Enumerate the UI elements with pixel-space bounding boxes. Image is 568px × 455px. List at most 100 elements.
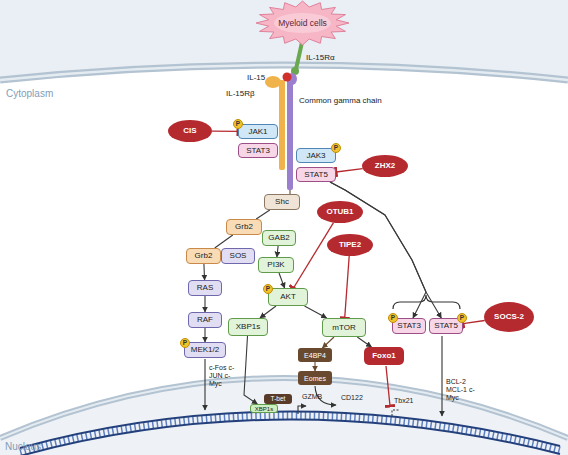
gene-label: BCL-2 MCL-1 c-Myc — [446, 378, 476, 402]
phospho-circle: P — [263, 284, 273, 294]
node-text: P — [266, 286, 270, 293]
kinase-box: JAK1 — [238, 124, 278, 139]
stat-box: STAT5 — [296, 167, 336, 182]
phospho-circle: P — [331, 143, 341, 153]
group-bracket — [393, 295, 460, 309]
cell-membrane — [0, 65, 568, 80]
nuclear-envelope-inner — [0, 378, 568, 438]
node-text: P — [460, 315, 464, 322]
gene-label: c-Fos c-JUN c-Myc — [209, 364, 235, 388]
inhibitor-oval: CIS — [168, 120, 212, 142]
gamma-chain — [287, 76, 293, 190]
protein-box: GAB2 — [262, 230, 296, 246]
node-text: P — [334, 145, 338, 152]
activation-connector — [357, 337, 371, 347]
node-text: CIS — [183, 127, 196, 135]
ligand-label: IL-15 — [247, 73, 265, 82]
il15-ligand — [283, 73, 292, 82]
phospho-circle: P — [388, 313, 398, 323]
node-text: Shc — [275, 198, 289, 206]
transcription-arrow — [441, 336, 442, 416]
node-text: GAB2 — [268, 234, 289, 242]
node-text: SOCS-2 — [494, 313, 524, 321]
inhibitor-box: Foxo1 — [364, 347, 404, 365]
node-text: STAT3 — [246, 147, 270, 155]
node-text: Eomes — [304, 375, 326, 382]
promoter-arrow — [298, 406, 306, 414]
nuclear-envelope — [0, 378, 568, 438]
node-text: STAT5 — [434, 322, 458, 330]
node-text: JAK1 — [248, 128, 267, 136]
il15rb-chain — [279, 80, 285, 170]
extracellular-space — [0, 0, 568, 80]
node-text: P — [391, 315, 395, 322]
activation-connector — [256, 210, 270, 219]
gene-label: CD122 — [341, 394, 363, 402]
node-text: Myeloid cells — [278, 19, 327, 28]
protein-box: Grb2 — [226, 219, 262, 235]
receptor-label: Common gamma chain — [299, 96, 382, 105]
compartment-label: Nucleus — [5, 441, 41, 453]
phospho-circle: P — [180, 338, 190, 348]
node-text: mTOR — [332, 324, 355, 332]
activation-connector — [244, 336, 257, 404]
protein-box: AKT — [268, 288, 308, 306]
inhibitor-oval: TIPE2 — [327, 234, 373, 256]
activation-connector — [279, 273, 285, 288]
node-text: RAF — [197, 316, 213, 324]
cell-core — [274, 13, 331, 33]
factor-box: Eomes — [298, 371, 332, 385]
activation-connector — [215, 235, 233, 248]
inhibitor-oval: OTUB1 — [317, 201, 363, 223]
factor-box: XBP1s — [250, 404, 278, 413]
phospho-circle: P — [457, 313, 467, 323]
factor-box: E4BP4 — [298, 348, 332, 362]
inhibitor-oval: ZHX2 — [362, 155, 408, 177]
node-text: E4BP4 — [304, 352, 326, 359]
inhibitor-oval: SOCS-2 — [484, 302, 534, 332]
il15rb-domain — [265, 76, 281, 88]
dna-strand — [20, 419, 560, 455]
activation-connector — [322, 337, 334, 348]
inhibition-connector — [336, 169, 363, 172]
receptor-label: IL-15Rβ — [226, 89, 255, 98]
protein-box: SOS — [221, 248, 255, 264]
node-text: AKT — [280, 293, 296, 301]
cell-membrane-inner — [0, 65, 568, 80]
inhibition-connector — [294, 223, 334, 288]
node-text: SOS — [230, 252, 247, 260]
cell-shape: Myeloid cells — [255, 0, 350, 46]
activation-connector — [277, 246, 278, 257]
dna-strand — [20, 411, 560, 448]
protein-box: mTOR — [322, 318, 366, 337]
gamma-chain-domain — [287, 73, 297, 85]
inhibition-connector — [463, 321, 485, 324]
activation-connector — [203, 264, 205, 280]
il15ra-domain — [291, 67, 299, 75]
activation-connector — [314, 362, 315, 371]
nucleus-area — [0, 378, 568, 455]
node-text: JAK3 — [306, 152, 325, 160]
transcription-arrow — [204, 359, 205, 410]
protein-box: PI3K — [258, 257, 294, 273]
node-text: XBP1s — [236, 323, 260, 331]
inhibition-connector — [212, 131, 238, 132]
kinase-box: JAK3 — [296, 148, 336, 163]
activation-connector — [305, 306, 327, 318]
node-text: ZHX2 — [375, 162, 395, 170]
node-text: MEK1/2 — [191, 346, 219, 354]
protein-box: RAF — [188, 312, 222, 328]
node-text: OTUB1 — [326, 208, 353, 216]
inhibition-connector — [345, 256, 350, 318]
node-text: STAT5 — [304, 171, 328, 179]
inhibition-line — [386, 366, 390, 406]
stat-box: STAT3 — [238, 143, 278, 158]
node-text: Grb2 — [235, 223, 253, 231]
gene-label: GZMB — [302, 393, 322, 401]
dna-rungs — [20, 415, 560, 452]
phospho-circle: P — [233, 119, 243, 129]
